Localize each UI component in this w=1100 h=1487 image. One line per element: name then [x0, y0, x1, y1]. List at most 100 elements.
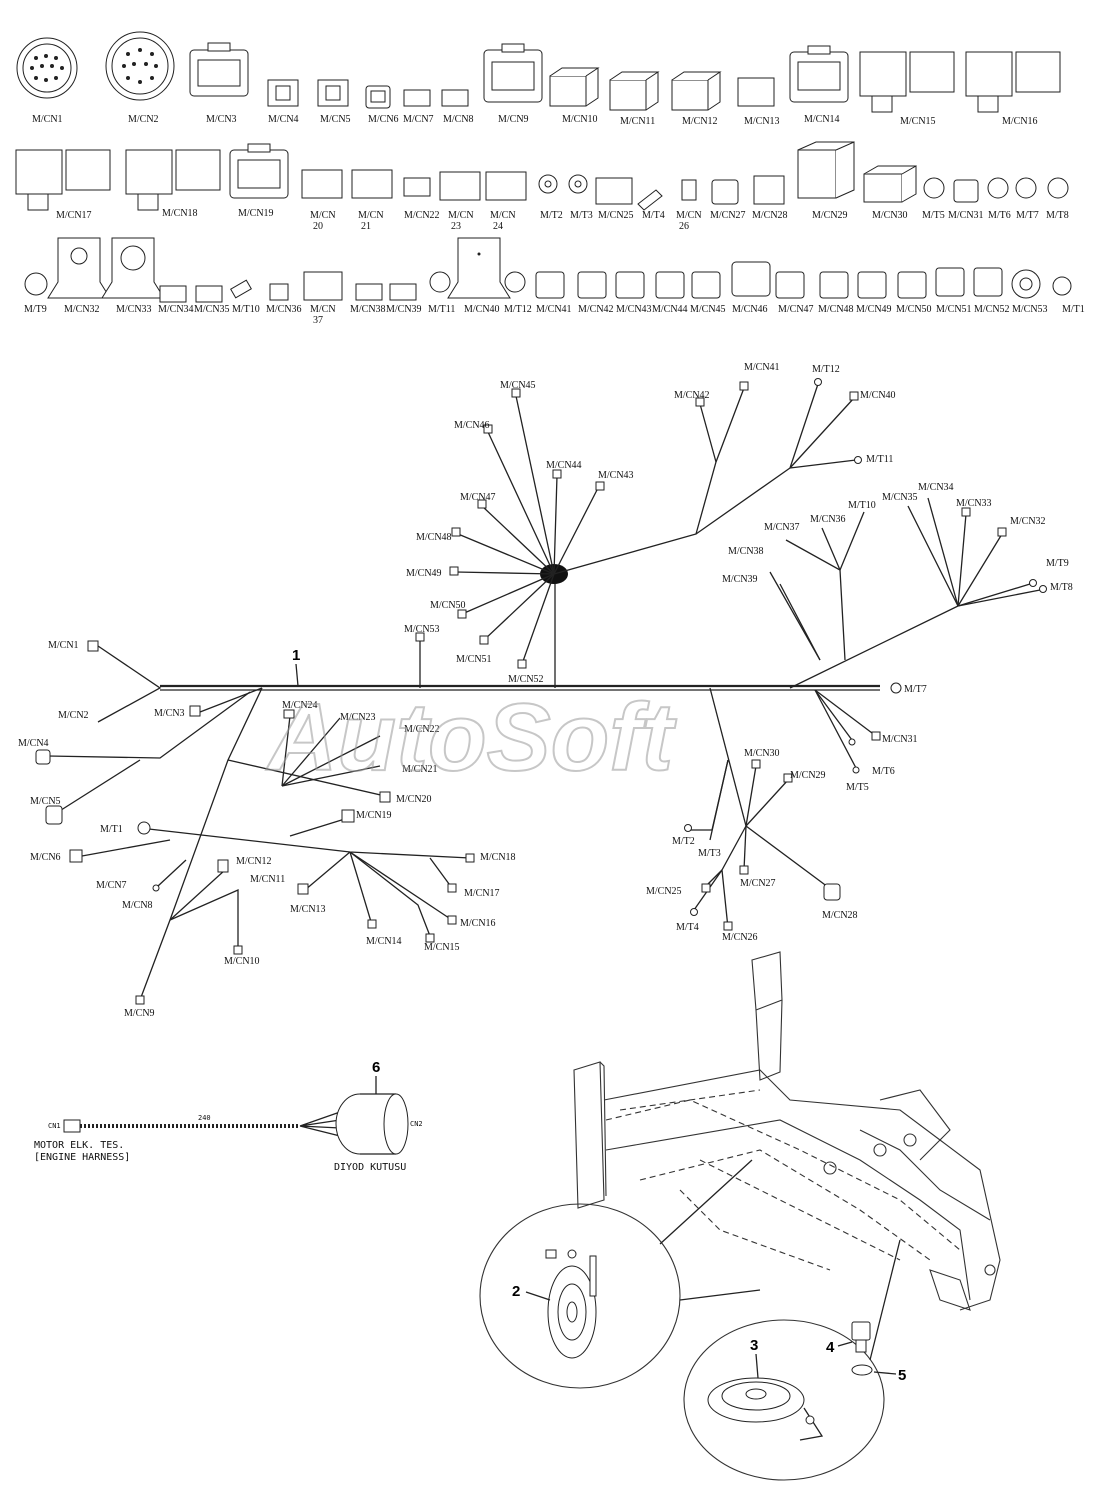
connector-icon-cn35: [195, 285, 223, 303]
catalog-label-m-cn40: M/CN40: [464, 304, 500, 315]
harness-label-m-cn47: M/CN47: [460, 492, 496, 503]
catalog-label-m-t4: M/T4: [642, 210, 665, 221]
connector-icon-cn52: [973, 267, 1003, 297]
catalog-label-m-cn49: M/CN49: [856, 304, 892, 315]
catalog-label-m-cn5: M/CN5: [320, 114, 351, 125]
catalog-label-m-cn35: M/CN35: [194, 304, 230, 315]
connector-icon-cn2: [105, 31, 175, 101]
catalog-label-m-cn50: M/CN50: [896, 304, 932, 315]
harness-label-m-cn7: M/CN7: [96, 880, 127, 891]
harness-label-m-cn17: M/CN17: [464, 888, 500, 899]
catalog-label-m-t6: M/T6: [988, 210, 1011, 221]
catalog-label-m-cn10: M/CN10: [562, 114, 598, 125]
connector-icon-cn20: [301, 169, 343, 199]
catalog-label-m-cn1: M/CN1: [32, 114, 63, 125]
item-2-callout: 2: [512, 1283, 520, 1300]
catalog-label-m-cn42: M/CN42: [578, 304, 614, 315]
connector-icon-cn30: [863, 165, 917, 203]
connector-icon-cn28: [753, 175, 785, 205]
harness-label-m-t5: M/T5: [846, 782, 869, 793]
harness-label-m-cn14: M/CN14: [366, 936, 402, 947]
catalog-label-m-cn29: M/CN29: [812, 210, 848, 221]
harness-label-m-cn21: M/CN21: [402, 764, 438, 775]
catalog-label-m-t9: M/T9: [24, 304, 47, 315]
connector-icon-cn48: [819, 271, 849, 299]
connector-icon-cn7: [403, 89, 431, 107]
connector-icon-cn9: [483, 43, 543, 103]
connector-icon-cn16: [965, 51, 1061, 113]
terminal-icon-t8: [1047, 177, 1069, 199]
connector-icon-cn19: [229, 143, 289, 199]
harness-label-m-cn3: M/CN3: [154, 708, 185, 719]
connector-icon-cn10: [549, 67, 600, 107]
connector-icon-cn11: [609, 71, 660, 111]
catalog-label-m-cn17: M/CN17: [56, 210, 92, 221]
harness-label-m-cn45: M/CN45: [500, 380, 536, 391]
catalog-label-m-t8: M/T8: [1046, 210, 1069, 221]
catalog-label-m-cn45: M/CN45: [690, 304, 726, 315]
harness-label-m-cn33: M/CN33: [956, 498, 992, 509]
harness-label-m-cn39: M/CN39: [722, 574, 758, 585]
catalog-label-m-cn53: M/CN53: [1012, 304, 1048, 315]
catalog-label-m-cn44: M/CN44: [652, 304, 688, 315]
connector-icon-cn15: [859, 51, 955, 113]
catalog-label-m-cn6: M/CN6: [368, 114, 399, 125]
harness-label-m-cn48: M/CN48: [416, 532, 452, 543]
terminal-icon-t11: [429, 271, 451, 293]
catalog-label-m-cn48: M/CN48: [818, 304, 854, 315]
terminal-icon-t9: [24, 272, 48, 296]
harness-label-m-cn30: M/CN30: [744, 748, 780, 759]
terminal-icon-t6: [987, 177, 1009, 199]
terminal-icon-t5: [923, 177, 945, 199]
harness-label-m-cn46: M/CN46: [454, 420, 490, 431]
catalog-label-m-cn18: M/CN18: [162, 208, 198, 219]
connector-icon-cn1: [16, 37, 78, 99]
catalog-label-m-cn3: M/CN3: [206, 114, 237, 125]
catalog-label-m-cn43: M/CN43: [616, 304, 652, 315]
connector-icon-cn6: [365, 85, 391, 109]
catalog-label-m-cn16: M/CN16: [1002, 116, 1038, 127]
harness-label-m-cn22: M/CN22: [404, 724, 440, 735]
connector-icon-cn38: [355, 283, 383, 301]
harness-label-m-cn13: M/CN13: [290, 904, 326, 915]
harness-label-m-cn8: M/CN8: [122, 900, 153, 911]
harness-label-m-cn43: M/CN43: [598, 470, 634, 481]
harness-label-m-cn44: M/CN44: [546, 460, 582, 471]
catalog-label-m-cn52: M/CN52: [974, 304, 1010, 315]
catalog-label-m-t11: M/T11: [428, 304, 455, 315]
connector-icon-cn25: [595, 177, 633, 205]
harness-label-m-cn36: M/CN36: [810, 514, 846, 525]
connector-icon-cn4: [267, 79, 299, 107]
catalog-label-m-cn11: M/CN11: [620, 116, 655, 127]
wiring-harness: M/CN1M/CN2M/CN3M/CN4M/CN5M/CN6M/T1M/CN7M…: [18, 362, 1073, 1019]
harness-label-m-cn49: M/CN49: [406, 568, 442, 579]
catalog-label-m-t2: M/T2: [540, 210, 563, 221]
catalog-label-m-cn34: M/CN34: [158, 304, 194, 315]
harness-label-m-cn1: M/CN1: [48, 640, 79, 651]
catalog-label-m-t7: M/T7: [1016, 210, 1039, 221]
catalog-label-m-cn36: M/CN36: [266, 304, 302, 315]
harness-label-m-cn16: M/CN16: [460, 918, 496, 929]
connector-icon-cn17: [15, 149, 111, 211]
harness-label-m-cn41: M/CN41: [744, 362, 780, 373]
catalog-label-m-cn38: M/CN38: [350, 304, 386, 315]
catalog-label-m-t3: M/T3: [570, 210, 593, 221]
connector-icon-cn47: [775, 271, 805, 299]
catalog-label-m-cn2: M/CN2: [128, 114, 159, 125]
diode-box-label: DIYOD KUTUSU: [334, 1162, 406, 1173]
connector-icon-cn26: [681, 179, 697, 201]
harness-label-m-cn53: M/CN53: [404, 624, 440, 635]
harness-label-m-cn6: M/CN6: [30, 852, 61, 863]
catalog-label-m-t12: M/T12: [504, 304, 532, 315]
catalog-label-m-cn4: M/CN4: [268, 114, 299, 125]
harness-label-m-cn2: M/CN2: [58, 710, 89, 721]
harness-label-m-cn23: M/CN23: [340, 712, 376, 723]
harness-label-m-t8: M/T8: [1050, 582, 1073, 593]
connector-icon-cn39: [389, 283, 417, 301]
harness-label-m-cn18: M/CN18: [480, 852, 516, 863]
connector-icon-cn51: [935, 267, 965, 297]
connector-icon-cn29: [797, 141, 855, 199]
